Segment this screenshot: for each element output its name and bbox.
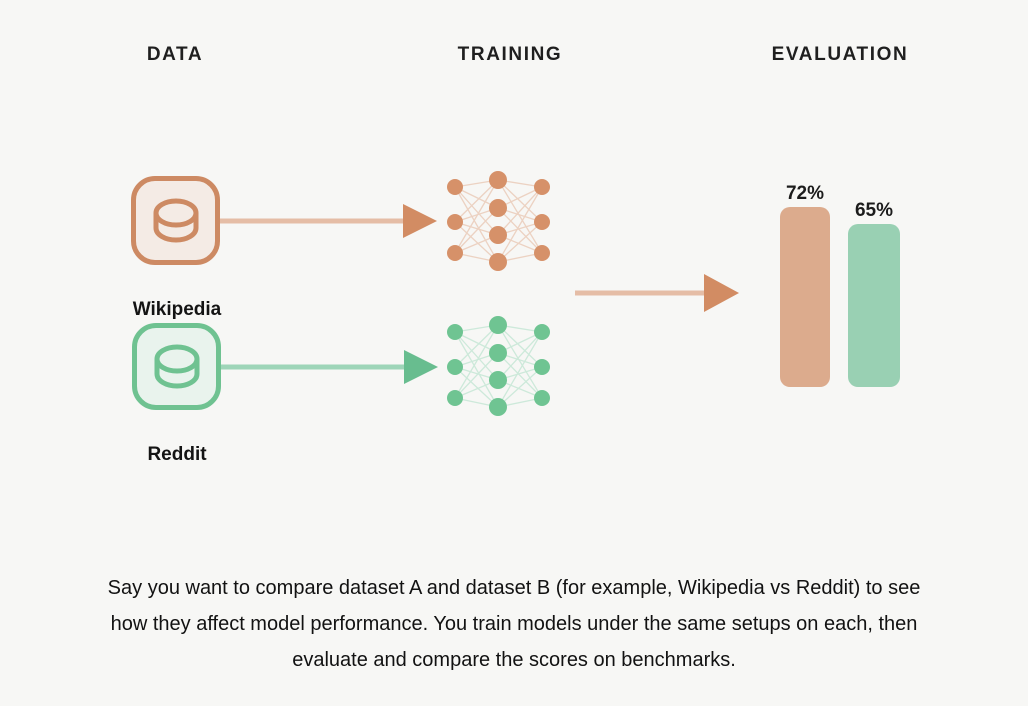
- wikipedia-label: Wikipedia: [132, 299, 222, 320]
- caption-line: Say you want to compare dataset A and da…: [107, 577, 921, 599]
- bar-value-wikipedia: 72%: [785, 183, 825, 204]
- neural-network-reddit-icon: [447, 316, 550, 416]
- database-icon: [153, 198, 198, 242]
- caption-line: how they affect model performance. You t…: [110, 613, 918, 635]
- database-icon: [154, 344, 199, 388]
- caption: Say you want to compare dataset A and da…: [0, 570, 1028, 678]
- arrow-wikipedia-to-model-icon: [220, 204, 437, 238]
- header-evaluation: EVALUATION: [771, 44, 909, 65]
- bar-value-reddit: 65%: [854, 200, 894, 221]
- header-training: TRAINING: [457, 44, 563, 65]
- arrow-reddit-to-model-icon: [221, 350, 438, 384]
- bar-reddit: [848, 224, 900, 387]
- reddit-dataset-box: [132, 323, 221, 410]
- bar-wikipedia: [780, 207, 830, 387]
- neural-network-wikipedia-icon: [447, 171, 550, 271]
- header-data: DATA: [146, 44, 204, 65]
- arrow-training-to-evaluation-icon: [575, 274, 739, 312]
- wikipedia-dataset-box: [131, 176, 220, 265]
- caption-line: evaluate and compare the scores on bench…: [292, 649, 736, 671]
- reddit-label: Reddit: [147, 444, 207, 465]
